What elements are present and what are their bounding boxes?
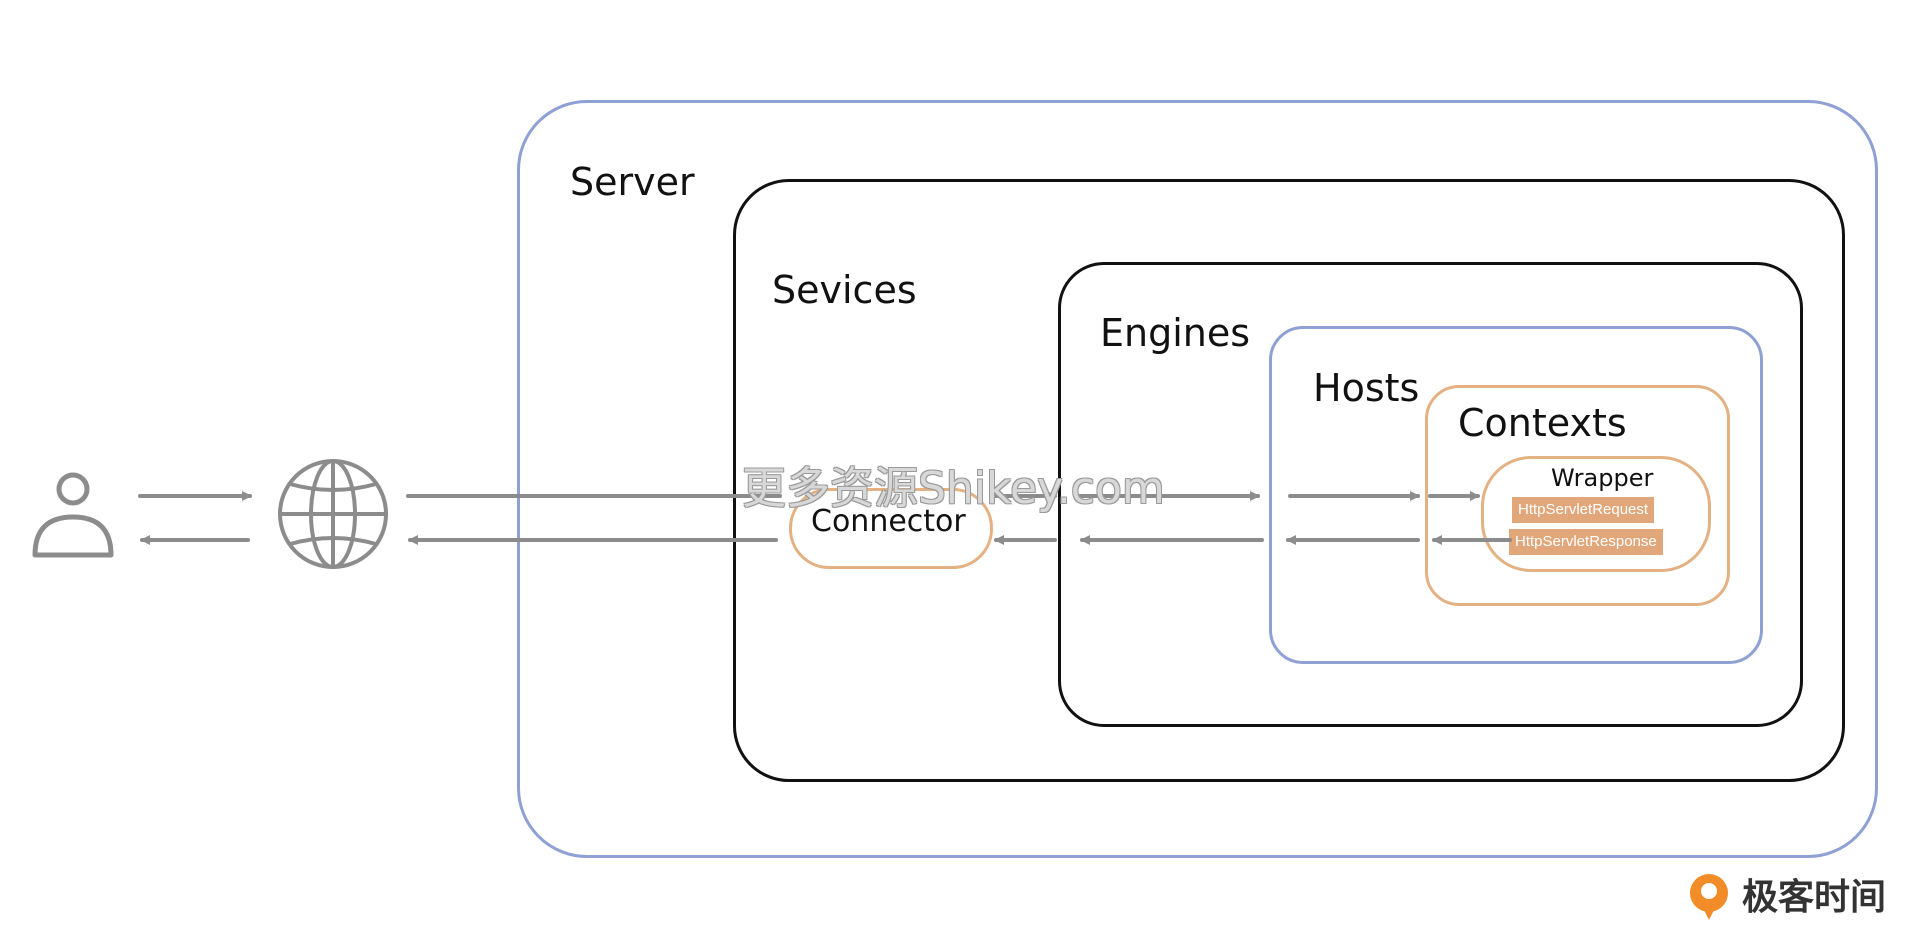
connector-label: Connector	[811, 504, 966, 539]
hosts-container	[1269, 326, 1763, 664]
services-label: Sevices	[772, 268, 917, 312]
watermark-text: 更多资源Shikey.com	[742, 463, 1165, 514]
engines-container	[1058, 262, 1803, 727]
hosts-label: Hosts	[1313, 366, 1420, 410]
services-container	[733, 179, 1845, 782]
contexts-container	[1425, 385, 1730, 606]
http-servlet-request-tag: HttpServletRequest	[1512, 497, 1655, 523]
globe-icon	[278, 459, 388, 569]
connector-container	[789, 488, 993, 569]
server-label: Server	[570, 160, 695, 204]
server-container	[517, 100, 1878, 858]
http-servlet-response-tag: HttpServletResponse	[1509, 529, 1663, 555]
geektime-logo-icon	[1690, 874, 1728, 920]
engines-label: Engines	[1100, 311, 1251, 355]
wrapper-container	[1481, 456, 1711, 572]
wrapper-label: Wrapper	[1551, 464, 1654, 492]
contexts-label: Contexts	[1458, 401, 1627, 445]
brand-name: 极客时间	[1742, 877, 1887, 918]
user-icon	[32, 472, 114, 558]
brand-area: 极客时间	[1684, 868, 1886, 920]
